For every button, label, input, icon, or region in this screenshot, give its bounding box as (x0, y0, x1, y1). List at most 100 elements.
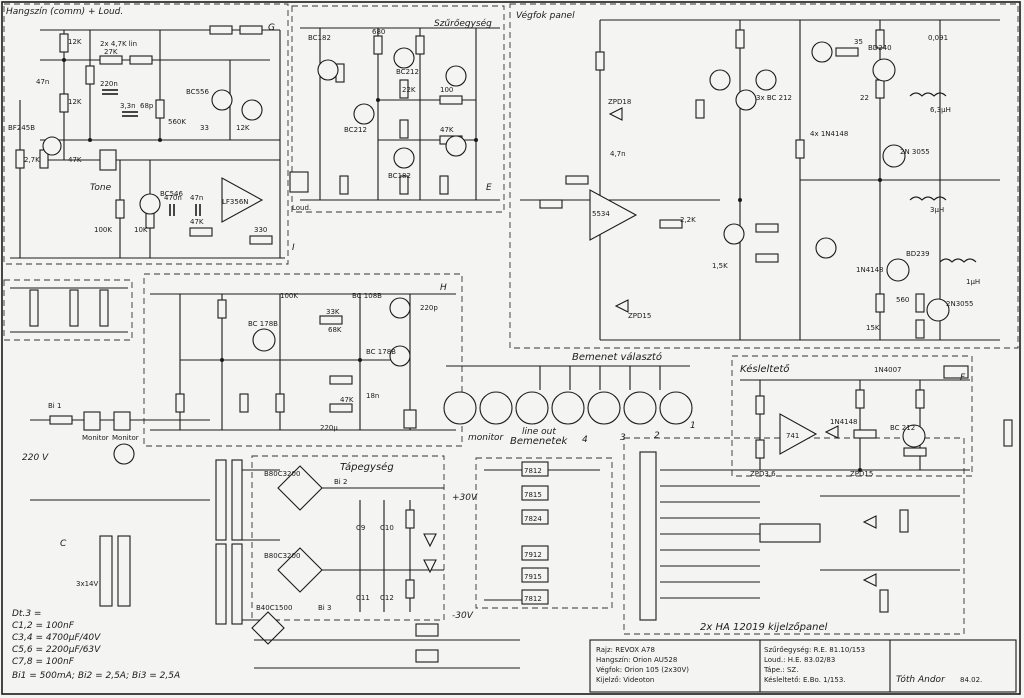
loudness-circuit (150, 293, 456, 431)
l2-label: 3μH (930, 206, 944, 214)
tape-b-label: Monitor (112, 434, 139, 442)
r34-label: 2,2K (680, 216, 696, 224)
opamp-5534 (589, 189, 638, 241)
psu-section (251, 455, 445, 621)
preamp-circuit (10, 25, 309, 259)
opamp1-label: LF356N (222, 198, 249, 206)
opamp3-label: 741 (786, 432, 799, 440)
display-title: 2x HA 12019 kijelzőpanel (700, 621, 828, 633)
loud-label: Loud. (292, 204, 311, 212)
c4-label: 470n (164, 194, 182, 202)
bridge-2-label: B80C3200 (264, 552, 300, 560)
input-label-2: 2 (654, 431, 660, 441)
r30-label: 100 (440, 86, 453, 94)
opamp-741 (779, 413, 818, 455)
final-amp-circuit (520, 19, 1000, 341)
din-sockets (443, 391, 693, 425)
d3-label: 1N4148 (830, 418, 858, 426)
r22-label: 220p (420, 304, 438, 312)
title-row-2: Hangszín: Orion AU528 (596, 656, 677, 664)
c8-label: 4,7n (610, 150, 626, 158)
title-block (589, 639, 1017, 693)
legend-line-5: C7,8 = 100nF (12, 657, 75, 667)
title-row-1: Rajz: REVOX A78 (596, 646, 655, 654)
t-delay-label: BC 212 (890, 424, 915, 432)
crossover-section (291, 5, 505, 213)
balance-circuit (10, 287, 128, 333)
r23-label: 18n (366, 392, 379, 400)
t-cross-3-label: BC182 (388, 172, 411, 180)
plus-rail-label: +30V (452, 493, 478, 503)
r20-label: 68K (328, 326, 342, 334)
legend-line-3: C3,4 = 4700μF/40V (12, 633, 101, 643)
psu-title: Tápegység (340, 461, 394, 473)
r7-label: 560K (168, 118, 186, 126)
r5-label: 12K (68, 98, 82, 106)
c10-label: C10 (380, 524, 394, 532)
inputs-title: Bemenetek (510, 436, 568, 447)
bridge-2 (277, 547, 323, 593)
title-row-6: Loud.: H.E. 83.02/83 (764, 656, 835, 664)
input-label-4: 4 (582, 435, 588, 445)
g-marker: G (268, 23, 275, 33)
input-label-monitor: monitor (468, 433, 505, 443)
title-row-8: Késleltető: E.Bo. 1/153. (764, 675, 846, 684)
title-block-content: Rajz: REVOX A78 Hangszín: Orion AU528 Vé… (596, 645, 982, 685)
r24b-label: 47K (340, 396, 354, 404)
din-socket-4[interactable] (515, 391, 549, 425)
r21-label: 33K (326, 308, 340, 316)
legend: Dt.3 = C1,2 = 100nF C3,4 = 4700μF/40V C5… (12, 609, 180, 681)
balance-section (3, 279, 133, 341)
title-row-5: Szűrőegység: R.E. 81.10/153 (764, 645, 865, 654)
drawing-date: 84.02. (960, 676, 982, 684)
speaker-icon (1003, 419, 1013, 447)
preamp-section (3, 3, 289, 265)
vr3-label: 7824 (524, 515, 542, 523)
r31-label: 560 (896, 296, 909, 304)
title-row-4: Kijelző: Videoton (596, 675, 654, 684)
opamp-lf356 (221, 177, 264, 223)
signature: Tóth Andor (896, 674, 946, 685)
final-amp-title: Végfok panel (516, 10, 575, 21)
preamp-title: Hangszín (comm) + Loud. (6, 7, 123, 17)
l1-label: 6,3μH (930, 106, 951, 114)
zd2-label: ZPD15 (628, 312, 651, 320)
input-selector (446, 365, 690, 390)
din-socket-3[interactable] (551, 391, 585, 425)
c12-label: C12 (380, 594, 394, 602)
din-socket-2[interactable] (587, 391, 621, 425)
din-socket-monitor[interactable] (443, 391, 477, 425)
t-out-c-label: BD239 (906, 250, 930, 258)
r11-label: 47K (68, 156, 82, 164)
t-cross-1-label: BC182 (308, 34, 331, 42)
din-socket-extra[interactable] (659, 391, 693, 425)
vr5-label: 7915 (524, 573, 542, 581)
delay-title: Késleltető (740, 363, 790, 375)
legend-line-6: Bi1 = 500mA; Bi2 = 2,5A; Bi3 = 2,5A (12, 671, 180, 681)
c9-label: C9 (356, 524, 365, 532)
r9-label: 12K (236, 124, 250, 132)
din-socket-lineout[interactable] (479, 391, 513, 425)
selector-c-label: C (60, 539, 67, 549)
zd3-label: ZPD3,6 (750, 470, 776, 478)
r13-label: 10K (134, 226, 148, 234)
r33-label: 1,5K (712, 262, 728, 270)
r15-label: 330 (254, 226, 267, 234)
c2-label: 3,3n (120, 102, 136, 110)
zd4-label: ZPD15 (850, 470, 873, 478)
r32-label: 15K (866, 324, 880, 332)
bridge-1-label: B80C3200 (264, 470, 300, 478)
fuse-1-label: Bi 1 (48, 402, 61, 410)
r12-label: 100K (94, 226, 112, 234)
c1-label: 47n (36, 78, 49, 86)
mains-label: 220 V (22, 453, 49, 463)
t-out-b-label: 2N 3055 (900, 148, 930, 156)
din-socket-1[interactable] (623, 391, 657, 425)
display-ic (759, 523, 821, 543)
vr2-label: 7815 (524, 491, 542, 499)
t-pre-label: BC556 (186, 88, 209, 96)
r8-label: 33 (200, 124, 209, 132)
fuse-3-label: Bi 3 (318, 604, 331, 612)
crossover-title: Szűrőegység (434, 18, 492, 29)
c3-label: 68p (140, 102, 154, 110)
